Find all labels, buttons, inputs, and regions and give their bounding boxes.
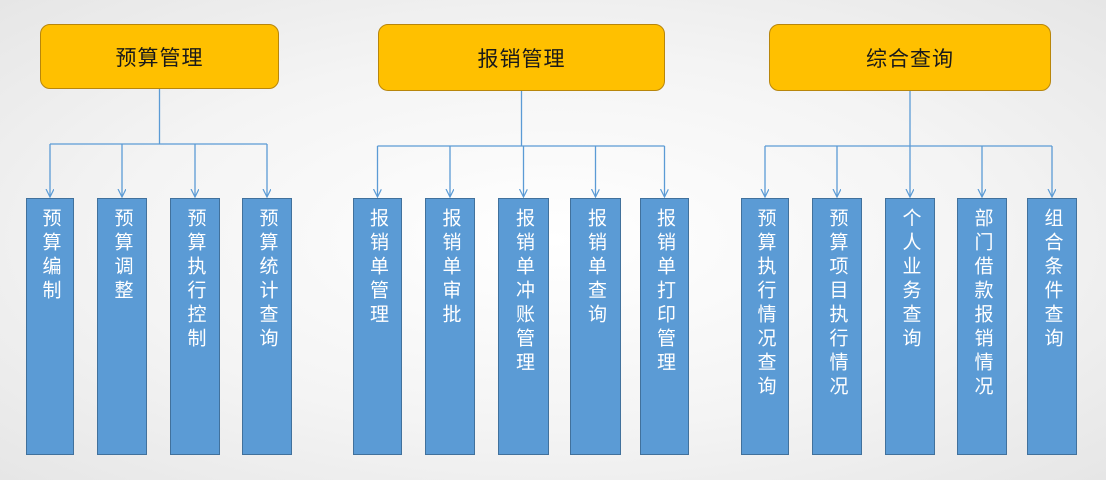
group-header: 综合查询 [769,24,1051,91]
module-label: 组合条件查询 [1041,208,1064,352]
module-label: 预算编制 [39,208,62,304]
module-label: 预算执行控制 [184,208,207,352]
module-box: 个人业务查询 [885,198,935,455]
module-label: 预算调整 [111,208,134,304]
module-box: 预算编制 [26,198,74,455]
module-box: 部门借款报销情况 [957,198,1007,455]
module-label: 报销单审批 [439,208,462,328]
module-box: 预算项目执行情况 [812,198,862,455]
module-box: 组合条件查询 [1027,198,1077,455]
group-header: 预算管理 [40,24,279,89]
module-box: 预算调整 [97,198,147,455]
module-label: 报销单打印管理 [654,208,676,376]
module-box: 报销单审批 [425,198,475,455]
module-box: 报销单冲账管理 [498,198,549,455]
module-box: 报销单打印管理 [640,198,689,455]
module-label: 个人业务查询 [899,208,922,352]
module-box: 报销单查询 [570,198,621,455]
module-box: 预算执行情况查询 [741,198,789,455]
module-label: 预算项目执行情况 [826,208,849,400]
module-label: 报销单管理 [367,208,389,328]
module-box: 预算执行控制 [170,198,220,455]
module-label: 预算执行情况查询 [754,208,777,400]
module-label: 报销单冲账管理 [513,208,535,376]
module-label: 部门借款报销情况 [971,208,994,400]
group-header: 报销管理 [378,24,665,91]
module-box: 预算统计查询 [242,198,292,455]
module-box: 报销单管理 [353,198,402,455]
module-label: 预算统计查询 [256,208,279,352]
module-label: 报销单查询 [585,208,607,328]
